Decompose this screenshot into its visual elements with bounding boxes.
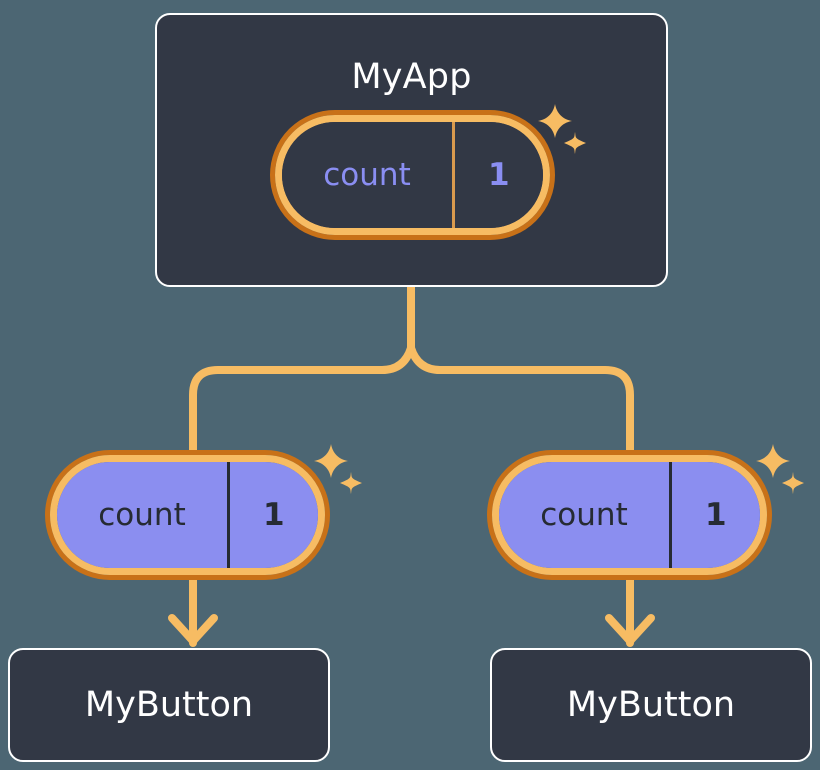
component-card-mybutton-left[interactable]: MyButton [8, 648, 330, 762]
state-pill-inner-ring [492, 455, 767, 575]
page-title: MyApp [351, 57, 472, 97]
state-key-label: count [98, 497, 186, 533]
state-value-label: 1 [487, 157, 510, 193]
connector-branch-left [189, 344, 415, 454]
sparkle-icon-small [340, 472, 362, 494]
state-pill-divider [227, 462, 230, 568]
arrow-down-head-left [168, 614, 218, 645]
sparkle-icon [756, 444, 790, 478]
state-value-label: 1 [262, 497, 285, 533]
sparkle-icon-small [782, 472, 804, 494]
state-pill-inner-ring [50, 455, 325, 575]
state-pill-root[interactable]: count 1 [270, 110, 555, 240]
state-pill-divider [452, 122, 455, 228]
sparkle-icon [314, 444, 348, 478]
state-key-label: count [323, 157, 411, 193]
connector-branch-right [407, 344, 634, 454]
state-pill-child-left[interactable]: count 1 [45, 450, 330, 580]
state-pill-inner-ring [275, 115, 550, 235]
state-pill-child-right[interactable]: count 1 [487, 450, 772, 580]
state-pill-core: count 1 [499, 462, 760, 568]
state-value-label: 1 [704, 497, 727, 533]
state-pill-core: count 1 [282, 122, 543, 228]
arrow-down-head-right [605, 614, 655, 645]
component-label: MyButton [84, 685, 254, 725]
state-key-label: count [540, 497, 628, 533]
state-pill-core: count 1 [57, 462, 318, 568]
state-pill-divider [669, 462, 672, 568]
component-label: MyButton [566, 685, 736, 725]
component-card-mybutton-right[interactable]: MyButton [490, 648, 812, 762]
